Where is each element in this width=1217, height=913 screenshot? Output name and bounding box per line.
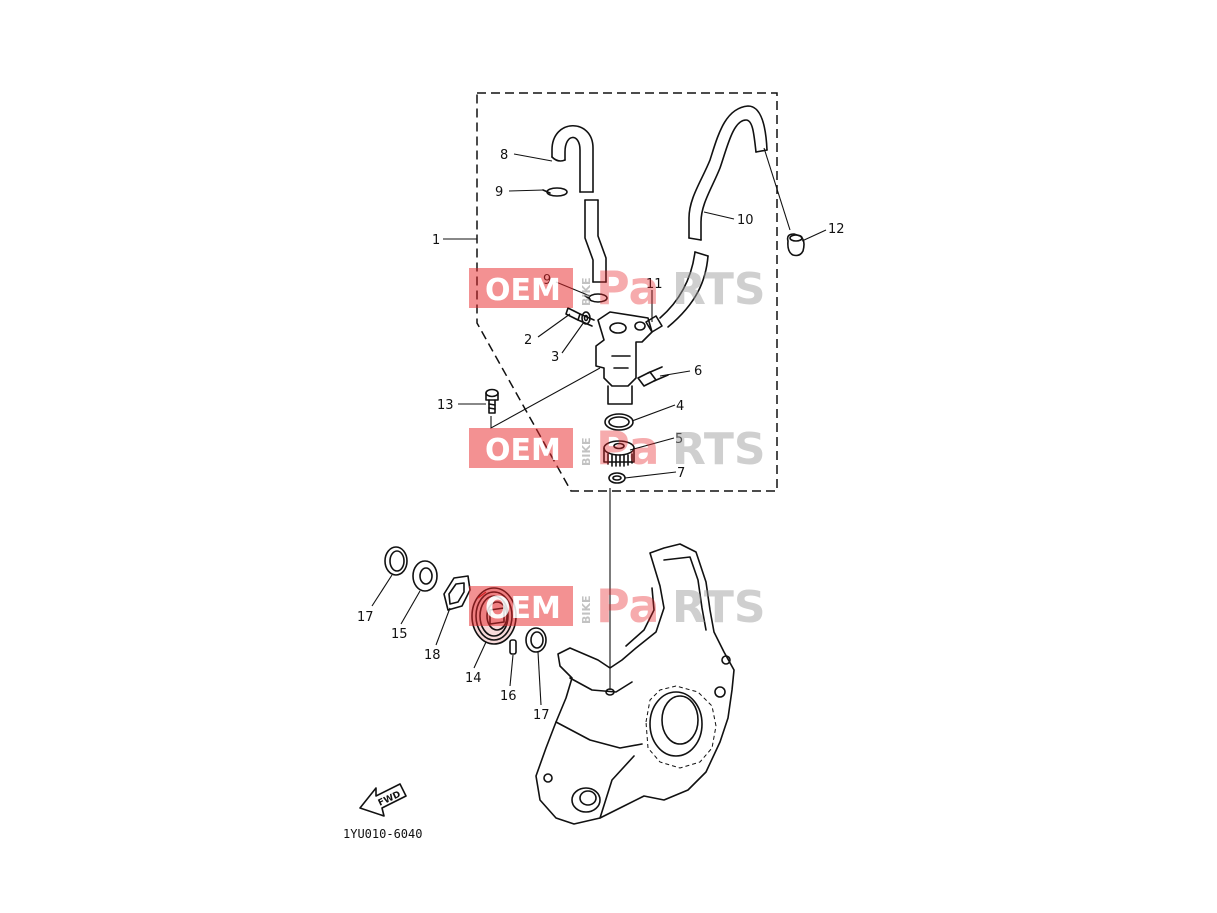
fwd-label: FWD [377, 790, 403, 809]
pin-6 [637, 366, 669, 387]
watermark-1: OEM BIKE Pa RTS [469, 261, 766, 315]
callout-12: 12 [828, 222, 845, 237]
washer-15 [412, 560, 438, 592]
hose-clip-lower [584, 293, 608, 303]
dowel-pin-16 [509, 639, 517, 655]
callout-4: 4 [676, 399, 684, 414]
watermark-red-box [469, 268, 573, 308]
o-ring-4 [604, 413, 634, 431]
fitting-11 [645, 315, 663, 333]
watermark-rts: RTS [672, 582, 766, 633]
callout-14: 14 [465, 671, 482, 686]
fwd-arrow-icon: FWD [359, 783, 407, 817]
watermark-oem: OEM [485, 591, 561, 626]
watermark-red-box [469, 428, 573, 468]
watermark-2: OEM BIKE Pa RTS [469, 421, 766, 475]
callout-2: 2 [524, 333, 532, 348]
callout-13: 13 [437, 398, 454, 413]
callout-3: 3 [551, 350, 559, 365]
callout-16: 16 [500, 689, 517, 704]
watermark-rts: RTS [672, 424, 766, 475]
hose-8-lower [584, 199, 607, 283]
watermark-pa: Pa [596, 579, 660, 633]
hose-10-lower [659, 251, 709, 328]
callout-1: 1 [432, 233, 440, 248]
watermark-oem: OEM [485, 273, 561, 308]
watermark-bike: BIKE [580, 277, 593, 306]
watermark-pa: Pa [596, 421, 660, 475]
callout-7: 7 [677, 466, 685, 481]
drawing-code: 1YU010-6040 [343, 827, 422, 841]
bolt-13 [485, 388, 499, 414]
oil-seal-17-left [384, 546, 408, 576]
callout-10: 10 [737, 213, 754, 228]
callout-11: 11 [646, 277, 663, 292]
cap-12 [786, 233, 805, 257]
crankcase-cover [535, 543, 735, 825]
gear-5 [603, 440, 635, 467]
watermark-bike: BIKE [580, 595, 593, 624]
watermark-oem: OEM [485, 433, 561, 468]
callout-5: 5 [675, 432, 683, 447]
watermark-3: OEM BIKE Pa RTS [469, 579, 766, 633]
hose-8 [551, 125, 594, 193]
watermark-rts: RTS [672, 264, 766, 315]
callout-17-right: 17 [533, 708, 550, 723]
watermark-pa: Pa [596, 261, 660, 315]
hose-10 [688, 105, 768, 241]
watermark-red-box [469, 586, 573, 626]
callout-17-left: 17 [357, 610, 374, 625]
hose-clip-upper [542, 187, 568, 197]
callout-18: 18 [424, 648, 441, 663]
callout-6: 6 [694, 364, 702, 379]
callout-8: 8 [500, 148, 508, 163]
callout-9-upper: 9 [495, 185, 503, 200]
gasket-18 [443, 575, 471, 611]
water-pump-housing [595, 311, 653, 405]
washer-3 [581, 311, 591, 325]
callout-15: 15 [391, 627, 408, 642]
oil-seal-17-right [525, 627, 547, 653]
watermark-bike: BIKE [580, 437, 593, 466]
